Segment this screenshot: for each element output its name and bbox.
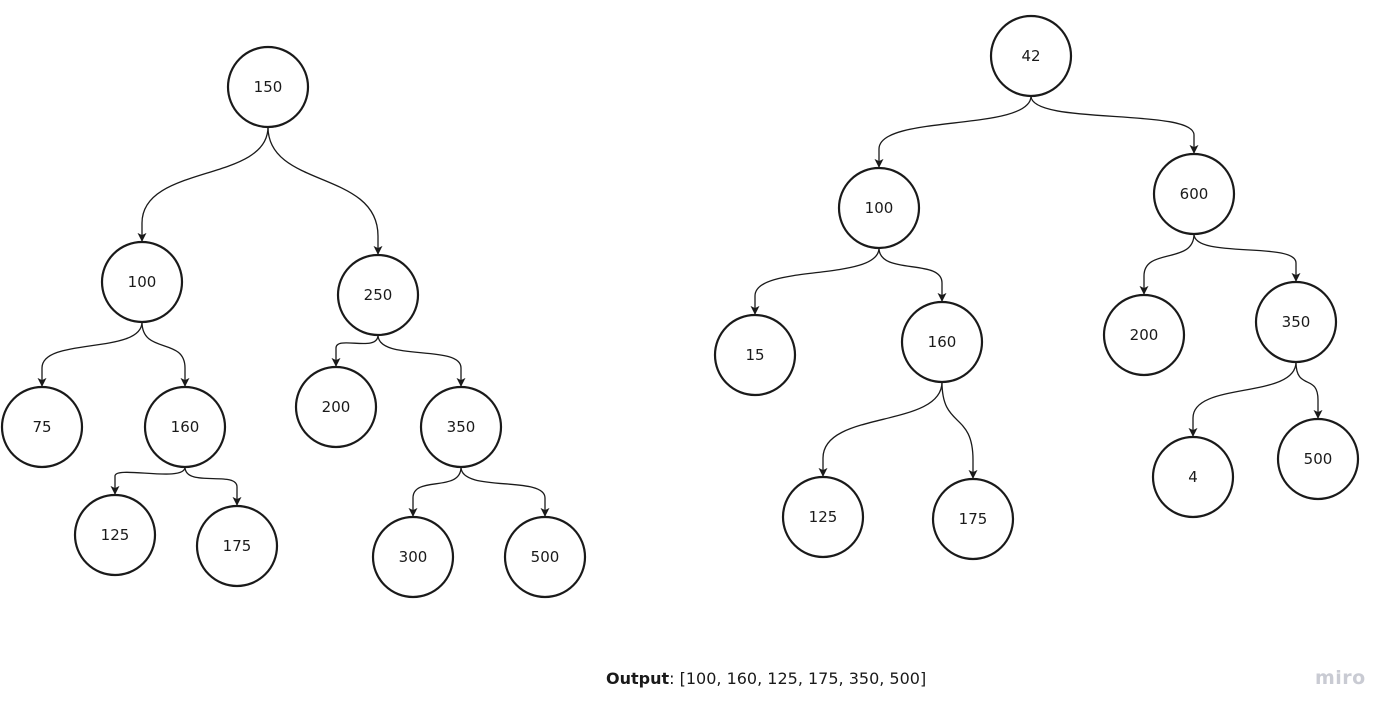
node-label: 4 <box>1188 468 1198 486</box>
node-label: 350 <box>1282 313 1311 331</box>
node-label: 175 <box>223 537 252 555</box>
edge-b100-to-b160 <box>878 247 947 302</box>
edge-b42-to-b100 <box>874 95 1032 168</box>
edge-b42-to-b600 <box>1030 95 1199 154</box>
node-circle <box>900 300 984 384</box>
node-circle <box>781 475 865 559</box>
tree-two-node-175: 175 <box>931 477 1015 561</box>
node-circle <box>1254 280 1338 364</box>
tree-two-node-160: 160 <box>900 300 984 384</box>
node-circle <box>73 493 157 577</box>
edge-b160-to-b125 <box>818 381 943 477</box>
output-label: Output <box>606 669 670 688</box>
tree-one-node-100: 100 <box>100 240 184 324</box>
tree-two-node-42: 42 <box>989 14 1073 98</box>
tree-one-node-350: 350 <box>419 385 503 469</box>
edge-b600-to-b200 <box>1139 233 1195 295</box>
edge-b600-to-b350 <box>1193 233 1301 282</box>
node-label: 42 <box>1021 47 1040 65</box>
node-label: 350 <box>447 418 476 436</box>
node-circle <box>100 240 184 324</box>
node-label: 500 <box>531 548 560 566</box>
node-label: 160 <box>171 418 200 436</box>
tree-one-node-150: 150 <box>226 45 310 129</box>
node-label: 500 <box>1304 450 1333 468</box>
tree-two-node-500: 500 <box>1276 417 1360 501</box>
node-circle <box>931 477 1015 561</box>
node-circle <box>837 166 921 250</box>
node-label: 125 <box>809 508 838 526</box>
output-value: : [100, 160, 125, 175, 350, 500] <box>669 669 927 688</box>
node-circle <box>371 515 455 599</box>
node-circle <box>0 385 84 469</box>
edge-a250-to-a350 <box>377 334 466 387</box>
edge-a150-to-a100 <box>137 126 269 242</box>
node-label: 175 <box>959 510 988 528</box>
nodes-layer: 150 100 250 75 160 200 350 125 175 300 500 42 100 600… <box>0 14 1360 599</box>
edges-layer <box>37 95 1323 517</box>
edge-a350-to-a300 <box>408 466 462 517</box>
node-circle <box>1102 293 1186 377</box>
edge-b100-to-b15 <box>750 247 880 315</box>
node-label: 200 <box>1130 326 1159 344</box>
node-label: 75 <box>32 418 51 436</box>
node-circle <box>419 385 503 469</box>
edge-a150-to-a250 <box>267 126 383 255</box>
node-label: 150 <box>254 78 283 96</box>
tree-one-node-125: 125 <box>73 493 157 577</box>
tree-one-node-75: 75 <box>0 385 84 469</box>
edge-a160-to-a125 <box>110 466 186 495</box>
edge-b350-to-b500 <box>1295 361 1323 419</box>
edge-a250-to-a200 <box>331 334 379 367</box>
node-label: 200 <box>322 398 351 416</box>
node-circle <box>1152 152 1236 236</box>
tree-two-node-350: 350 <box>1254 280 1338 364</box>
tree-two-node-15: 15 <box>713 313 797 397</box>
node-circle <box>143 385 227 469</box>
node-label: 600 <box>1180 185 1209 203</box>
edge-a160-to-a175 <box>184 466 242 506</box>
node-label: 125 <box>101 526 130 544</box>
tree-two-node-125: 125 <box>781 475 865 559</box>
node-circle <box>713 313 797 397</box>
node-label: 15 <box>745 346 764 364</box>
node-label: 100 <box>865 199 894 217</box>
node-label: 300 <box>399 548 428 566</box>
node-label: 100 <box>128 273 157 291</box>
node-circle <box>989 14 1073 98</box>
tree-one-node-300: 300 <box>371 515 455 599</box>
node-circle <box>294 365 378 449</box>
miro-logo: miro <box>1315 667 1366 689</box>
tree-one-node-200: 200 <box>294 365 378 449</box>
node-circle <box>195 504 279 588</box>
tree-two-node-4: 4 <box>1151 435 1235 519</box>
node-circle <box>336 253 420 337</box>
tree-two-node-200: 200 <box>1102 293 1186 377</box>
tree-one-node-500: 500 <box>503 515 587 599</box>
node-circle <box>226 45 310 129</box>
node-label: 160 <box>928 333 957 351</box>
node-circle <box>1276 417 1360 501</box>
tree-two-node-100: 100 <box>837 166 921 250</box>
edge-a100-to-a75 <box>37 321 143 387</box>
tree-one-node-175: 175 <box>195 504 279 588</box>
output-line: Output: [100, 160, 125, 175, 350, 500] <box>606 669 926 688</box>
node-circle <box>1151 435 1235 519</box>
node-circle <box>503 515 587 599</box>
edge-b160-to-b175 <box>941 381 978 479</box>
tree-one-node-250: 250 <box>336 253 420 337</box>
edge-a100-to-a160 <box>141 321 190 387</box>
tree-one-node-160: 160 <box>143 385 227 469</box>
tree-two-node-600: 600 <box>1152 152 1236 236</box>
node-label: 250 <box>364 286 393 304</box>
edge-b350-to-b4 <box>1188 361 1297 437</box>
edge-a350-to-a500 <box>460 466 550 517</box>
